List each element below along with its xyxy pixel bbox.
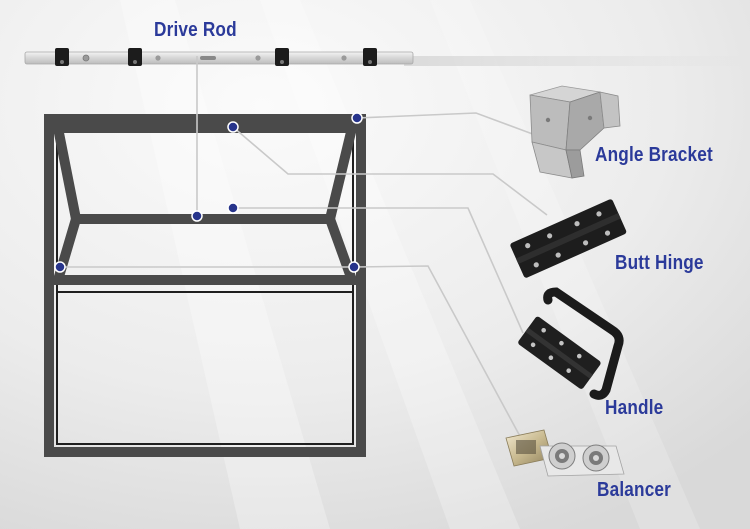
drive-rod-keeper: [275, 48, 289, 66]
awning-sash: [51, 123, 360, 293]
marker-dot: [348, 261, 360, 273]
label-balancer: Balancer: [597, 479, 672, 501]
marker-dot: [227, 202, 239, 214]
leader-butt-hinge: [232, 126, 548, 216]
leader-balancer: [60, 265, 523, 441]
butt-hinge-image: [510, 199, 627, 278]
leader-angle-bracket: [356, 112, 539, 137]
marker-dot: [54, 261, 66, 273]
handle-image: [518, 287, 624, 400]
markers: [54, 112, 363, 273]
label-drive-rod: Drive Rod: [154, 19, 237, 41]
drive-rod-keeper: [55, 48, 69, 66]
drive-rod-keeper: [363, 48, 377, 66]
leader-lines: [60, 56, 548, 441]
label-angle-bracket: Angle Bracket: [595, 144, 713, 166]
drive-rod-keeper: [128, 48, 142, 66]
angle-bracket-image: [529, 85, 621, 179]
label-handle: Handle: [605, 397, 664, 419]
label-butt-hinge: Butt Hinge: [615, 252, 704, 274]
marker-dot: [191, 210, 203, 222]
drive-rod: [24, 48, 750, 66]
marker-dot: [227, 121, 239, 133]
balancer-image: [505, 429, 625, 477]
leader-handle: [233, 207, 524, 334]
marker-dot: [351, 112, 363, 124]
